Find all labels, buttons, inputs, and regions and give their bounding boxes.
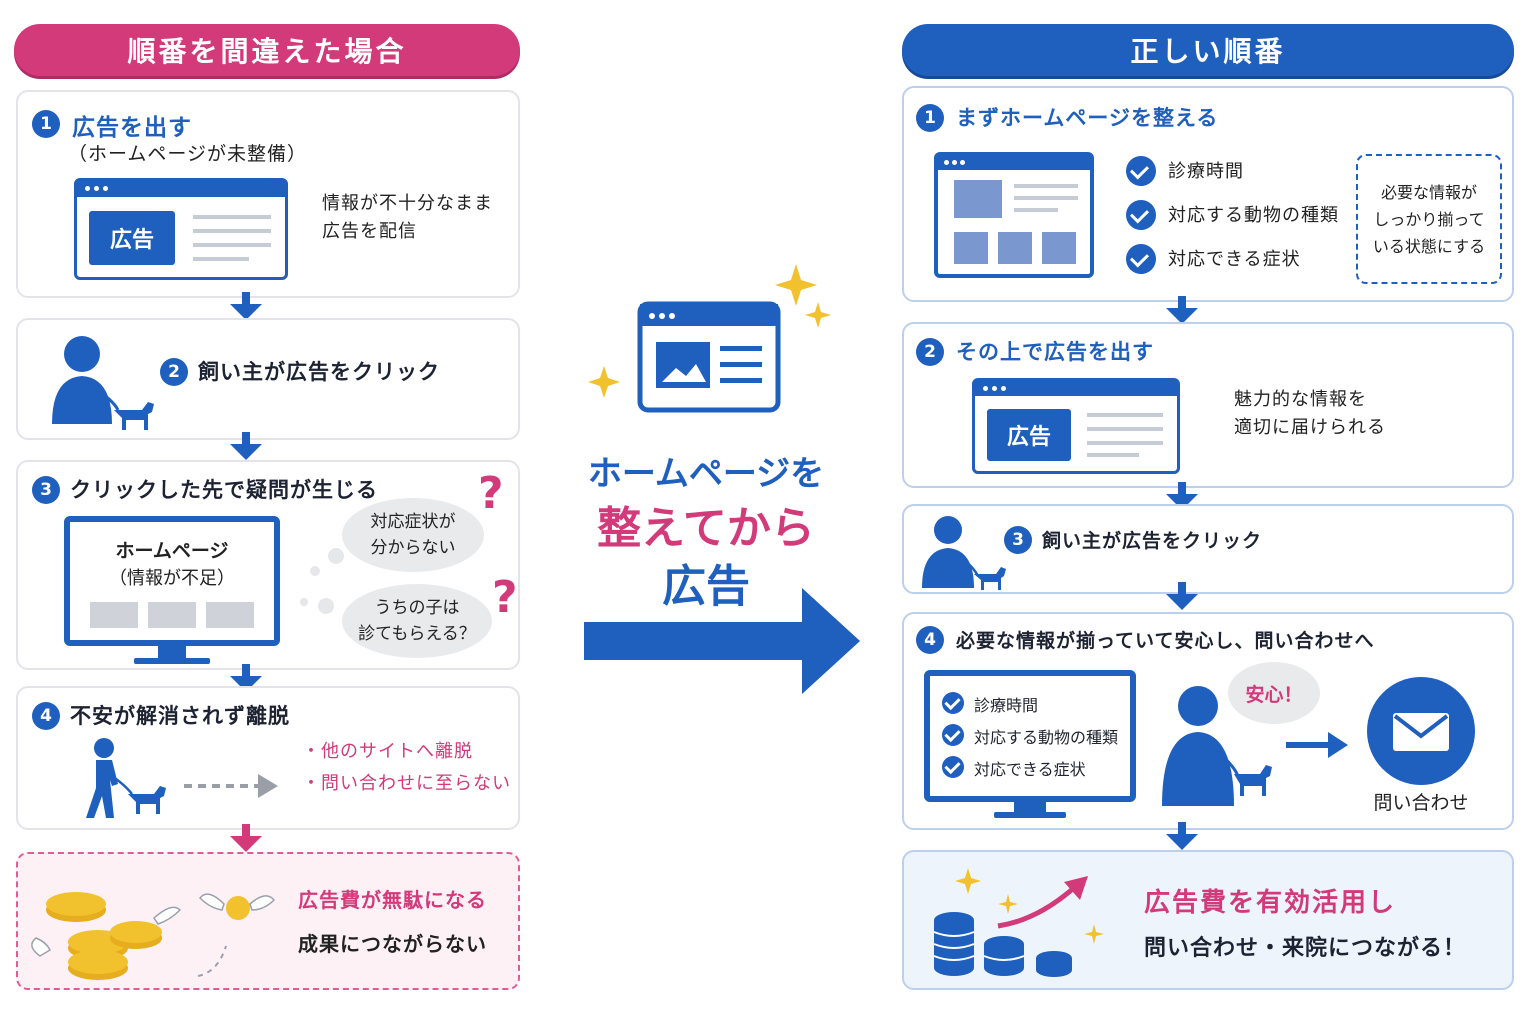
- check-icon: [942, 756, 964, 778]
- left-result-card: 広告費が無駄になる 成果につながらない: [16, 852, 520, 990]
- left-header: 順番を間違えた場合: [14, 24, 520, 76]
- result-line1: 広告費が無駄になる: [298, 888, 487, 912]
- contact-label: 問い合わせ: [1373, 792, 1469, 814]
- result-line2: 問い合わせ・来院につながる！: [1144, 936, 1467, 961]
- worry-bubble: 対応症状が分からない: [342, 498, 484, 572]
- arrow-down-icon: [230, 432, 262, 460]
- left-step3-card: 3 クリックした先で疑問が生じる ホームページ （情報が不足） 対応症状が分から…: [16, 460, 520, 670]
- browser-window-icon: [934, 152, 1094, 278]
- big-right-arrow-icon: [584, 588, 860, 694]
- step-number: 2: [916, 338, 944, 366]
- note-box: 必要な情報が しっかり揃って いる状態にする: [1356, 154, 1502, 284]
- step-note: 適切に届けられる: [1234, 417, 1386, 438]
- left-step1-card: 1 広告を出す （ホームページが未整備） 広告 情報が不十分なまま 広告を配信: [16, 90, 520, 298]
- step-note: 情報が不十分なまま: [322, 193, 493, 214]
- question-mark-icon: ?: [492, 572, 518, 623]
- question-mark-icon: ?: [478, 468, 504, 519]
- bullet-text: ・他のサイトへ離脱: [302, 741, 473, 762]
- check-icon: [942, 724, 964, 746]
- center-line3: 広告: [662, 561, 750, 612]
- step-title: 必要な情報が揃っていて安心し、問い合わせへ: [956, 630, 1375, 652]
- center-line1: ホームページを: [587, 454, 825, 494]
- step-title: 不安が解消されず離脱: [70, 704, 290, 728]
- arrow-down-icon: [230, 664, 262, 692]
- arrow-down-icon: [1166, 482, 1198, 510]
- check-item: 診療時間: [1168, 161, 1244, 182]
- step-number: 3: [32, 476, 60, 504]
- result-line2: 成果につながらない: [298, 932, 487, 956]
- step-number: 2: [160, 358, 188, 386]
- step-number: 4: [32, 702, 60, 730]
- check-item: 対応できる症状: [1168, 249, 1301, 270]
- check-item: 対応できる症状: [974, 760, 1086, 779]
- center-line2: 整えてから: [597, 503, 815, 554]
- step-subtitle: （ホームページが未整備）: [68, 143, 308, 165]
- step-title: 飼い主が広告をクリック: [198, 360, 440, 384]
- left-step2-card: 2 飼い主が広告をクリック: [16, 318, 520, 440]
- check-item: 対応する動物の種類: [974, 728, 1119, 747]
- right-step3-card: 3 飼い主が広告をクリック: [902, 504, 1514, 594]
- right-step1-card: 1 まずホームページを整える 診療時間 対応する動物の種類 対応できる症状 必要…: [902, 86, 1514, 302]
- arrow-down-icon: [1166, 296, 1198, 324]
- monitor-subtitle: （情報が不足）: [109, 568, 235, 589]
- check-item: 診療時間: [974, 696, 1039, 715]
- check-icon: [1126, 244, 1156, 274]
- ad-label: 広告: [89, 211, 175, 265]
- result-line1: 広告費を有効活用し: [1144, 888, 1397, 918]
- step-title: その上で広告を出す: [956, 340, 1154, 364]
- dashed-arrow-icon: [184, 774, 278, 798]
- step-note: 広告を配信: [322, 221, 417, 242]
- browser-window-icon: 広告: [972, 378, 1180, 474]
- browser-window-icon: 広告: [74, 178, 288, 280]
- monitor-icon: ホームページ （情報が不足）: [64, 516, 280, 646]
- monitor-icon: 診療時間 対応する動物の種類 対応できる症状: [924, 670, 1136, 802]
- right-header: 正しい順番: [902, 24, 1514, 76]
- check-icon: [1126, 200, 1156, 230]
- ad-label: 広告: [987, 409, 1071, 461]
- step-number: 1: [916, 104, 944, 132]
- left-step4-card: 4 不安が解消されず離脱 ・他のサイトへ離脱 ・問い合わせに至らない: [16, 686, 520, 830]
- owner-with-dog-icon: [922, 516, 1006, 590]
- relief-bubble: 安心！: [1228, 662, 1320, 724]
- step-title: 飼い主が広告をクリック: [1042, 530, 1263, 552]
- step-title: まずホームページを整える: [956, 106, 1219, 130]
- step-number: 1: [32, 110, 60, 138]
- right-step2-card: 2 その上で広告を出す 広告 魅力的な情報を 適切に届けられる: [902, 322, 1514, 488]
- arrow-down-icon: [1166, 822, 1198, 850]
- right-step4-card: 4 必要な情報が揃っていて安心し、問い合わせへ 診療時間 対応する動物の種類 対…: [902, 612, 1514, 830]
- arrow-down-icon: [230, 292, 262, 320]
- check-icon: [1126, 156, 1156, 186]
- check-icon: [942, 692, 964, 714]
- homepage-window-icon: [588, 264, 831, 413]
- step-note: 魅力的な情報を: [1234, 389, 1367, 410]
- step-number: 3: [1004, 526, 1032, 554]
- mail-icon: [1367, 677, 1475, 785]
- step-title: 広告を出す: [72, 115, 192, 141]
- growing-coins-icon: [933, 868, 1104, 977]
- step-number: 4: [916, 626, 944, 654]
- step-title: クリックした先で疑問が生じる: [70, 478, 378, 502]
- owner-with-dog-icon: [52, 336, 154, 430]
- bullet-text: ・問い合わせに至らない: [302, 773, 511, 794]
- right-result-card: 広告費を有効活用し 問い合わせ・来院につながる！: [902, 850, 1514, 990]
- monitor-title: ホームページ: [115, 540, 229, 562]
- flying-coins-icon: [31, 892, 276, 980]
- arrow-down-pink-icon: [230, 824, 262, 852]
- walking-away-icon: [86, 738, 166, 818]
- arrow-down-icon: [1166, 582, 1198, 610]
- right-arrow-icon: [1286, 732, 1348, 758]
- worry-bubble: うちの子は診てもらえる？: [342, 584, 492, 658]
- owner-with-dog-icon: [1162, 686, 1272, 806]
- check-item: 対応する動物の種類: [1168, 205, 1339, 226]
